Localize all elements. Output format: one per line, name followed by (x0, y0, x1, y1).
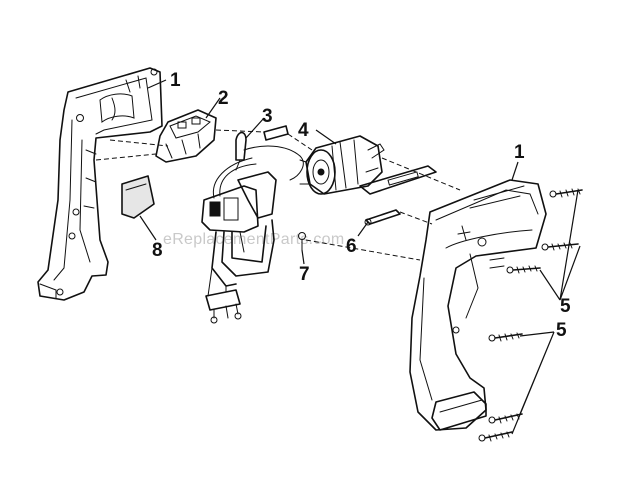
callouts: 1 2 3 4 1 6 7 8 5 5 (152, 70, 571, 341)
callout-label: 3 (262, 106, 273, 127)
callout-label: 5 (556, 320, 567, 341)
screw (478, 431, 513, 442)
right-housing-half (409, 179, 547, 431)
trigger-switch-assembly (201, 157, 277, 324)
screw (541, 242, 579, 251)
callout-label: 1 (514, 142, 525, 163)
switch-bracket (155, 109, 217, 163)
brush-assembly (235, 125, 304, 181)
callout-label: 5 (560, 296, 571, 317)
callout-label: 8 (152, 240, 163, 261)
terminal-plate-and-pin (359, 165, 437, 226)
leader-lines (139, 79, 581, 435)
callout-label: 1 (170, 70, 181, 91)
screw (506, 265, 541, 274)
alignment-lines (95, 129, 461, 261)
trigger (121, 175, 155, 219)
motor (299, 135, 385, 195)
watermark-text: eReplacementParts.com (163, 231, 345, 248)
screw (488, 413, 523, 424)
callout-label: 6 (346, 236, 357, 257)
small-screw (298, 232, 306, 251)
left-housing-half (37, 67, 163, 301)
callout-label: 7 (299, 264, 310, 285)
screw (488, 332, 523, 342)
callout-label: 4 (298, 120, 309, 141)
callout-label: 2 (218, 88, 229, 109)
